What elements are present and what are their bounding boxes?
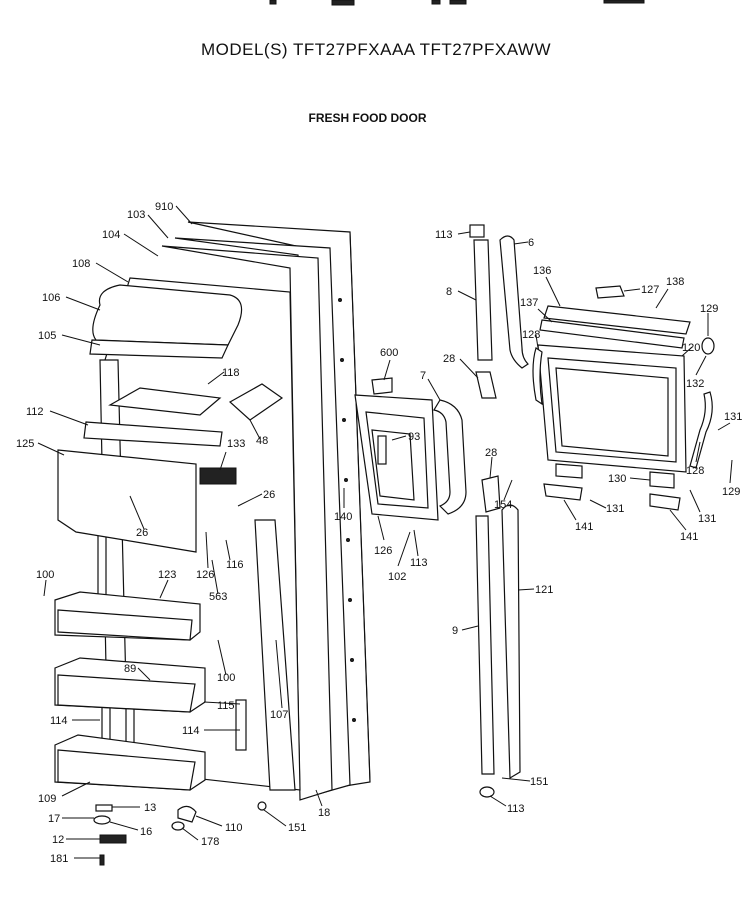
callout-label: 8 bbox=[446, 286, 452, 298]
callout-label: 133 bbox=[227, 438, 245, 450]
callout-label: 131 bbox=[606, 503, 624, 515]
callout-label: 13 bbox=[144, 802, 156, 814]
callout-label: 100 bbox=[217, 672, 235, 684]
callout-label: 137 bbox=[520, 297, 538, 309]
callout-label: 132 bbox=[686, 378, 704, 390]
door-bin-upper bbox=[54, 591, 201, 641]
callout-label: 17 bbox=[48, 813, 60, 825]
callout-label: 112 bbox=[26, 406, 44, 418]
callout-label: 126 bbox=[374, 545, 392, 557]
callout-label: 140 bbox=[334, 511, 352, 523]
callout-label: 110 bbox=[225, 822, 243, 834]
callout-label: 131 bbox=[724, 411, 742, 423]
door-outer-panel bbox=[161, 221, 371, 801]
callout-label: 118 bbox=[222, 367, 240, 379]
callout-label: 28 bbox=[485, 447, 497, 459]
callout-label: 130 bbox=[608, 473, 626, 485]
callout-label: 113 bbox=[410, 557, 428, 569]
callout-label: 129 bbox=[722, 486, 740, 498]
callout-label: 114 bbox=[50, 715, 68, 727]
callout-label: 12 bbox=[52, 834, 64, 846]
callout-label: 26 bbox=[136, 527, 148, 539]
callout-label: 106 bbox=[42, 292, 60, 304]
panel-holes bbox=[338, 298, 356, 722]
door-bin-middle bbox=[54, 657, 206, 713]
upper-handle-rail bbox=[469, 224, 529, 399]
callout-label: 105 bbox=[38, 330, 56, 342]
leader-lines bbox=[37, 205, 733, 859]
callout-label: 136 bbox=[533, 265, 551, 277]
callout-label: 48 bbox=[256, 435, 268, 447]
callout-label: 109 bbox=[38, 793, 56, 805]
callout-label: 120 bbox=[682, 342, 700, 354]
callout-label: 128 bbox=[686, 465, 704, 477]
callout-label: 9 bbox=[452, 625, 458, 637]
shelf-trim bbox=[83, 421, 223, 447]
callout-label: 28 bbox=[443, 353, 455, 365]
callout-label: 6 bbox=[528, 237, 534, 249]
callout-label: 104 bbox=[102, 229, 120, 241]
dispenser-door-frame bbox=[354, 377, 439, 521]
hinge-hardware bbox=[93, 801, 267, 866]
callout-label: 16 bbox=[140, 826, 152, 838]
callout-label: 128 bbox=[522, 329, 540, 341]
callout-label: 108 bbox=[72, 258, 90, 270]
callout-label: 121 bbox=[535, 584, 553, 596]
callout-labels: 910 103 104 108 106 105 118 112 125 133 … bbox=[16, 201, 742, 865]
callout-label: 113 bbox=[435, 229, 453, 241]
dairy-door bbox=[89, 284, 243, 359]
callout-label: 7 bbox=[420, 370, 426, 382]
callout-label: 910 bbox=[155, 201, 173, 213]
callout-label: 115 bbox=[217, 700, 235, 712]
callout-label: 18 bbox=[318, 807, 330, 819]
callout-label: 126 bbox=[196, 569, 214, 581]
scan-artifacts bbox=[269, 0, 645, 6]
callout-label: 129 bbox=[700, 303, 718, 315]
callout-label: 600 bbox=[380, 347, 398, 359]
callout-label: 93 bbox=[408, 431, 420, 443]
callout-label: 154 bbox=[494, 499, 512, 511]
callout-label: 102 bbox=[388, 571, 406, 583]
callout-label: 125 bbox=[16, 438, 34, 450]
callout-label: 107 bbox=[270, 709, 288, 721]
callout-label: 178 bbox=[201, 836, 219, 848]
callout-label: 114 bbox=[182, 725, 200, 737]
callout-label: 100 bbox=[36, 569, 54, 581]
door-bin-lower bbox=[54, 734, 206, 791]
callout-label: 141 bbox=[680, 531, 698, 543]
callout-label: 151 bbox=[288, 822, 306, 834]
callout-label: 103 bbox=[127, 209, 145, 221]
dispenser-cover-assembly bbox=[532, 285, 715, 511]
diagram-subtitle: FRESH FOOD DOOR bbox=[308, 111, 427, 125]
callout-label: 127 bbox=[641, 284, 659, 296]
door-handle bbox=[433, 399, 467, 515]
callout-label: 181 bbox=[50, 853, 68, 865]
callout-label: 138 bbox=[666, 276, 684, 288]
callout-label: 89 bbox=[124, 663, 136, 675]
callout-label: 151 bbox=[530, 776, 548, 788]
dispenser-module bbox=[108, 383, 284, 485]
callout-label: 563 bbox=[209, 591, 227, 603]
diagram-title: MODEL(S) TFT27PFXAAA TFT27PFXAWW bbox=[200, 40, 552, 59]
callout-label: 113 bbox=[507, 803, 525, 815]
callout-label: 26 bbox=[263, 489, 275, 501]
callout-label: 116 bbox=[226, 559, 244, 571]
callout-label: 123 bbox=[158, 569, 176, 581]
lower-handle-rail bbox=[475, 475, 521, 798]
cover-panel bbox=[57, 449, 197, 553]
callout-label: 131 bbox=[698, 513, 716, 525]
callout-label: 141 bbox=[575, 521, 593, 533]
